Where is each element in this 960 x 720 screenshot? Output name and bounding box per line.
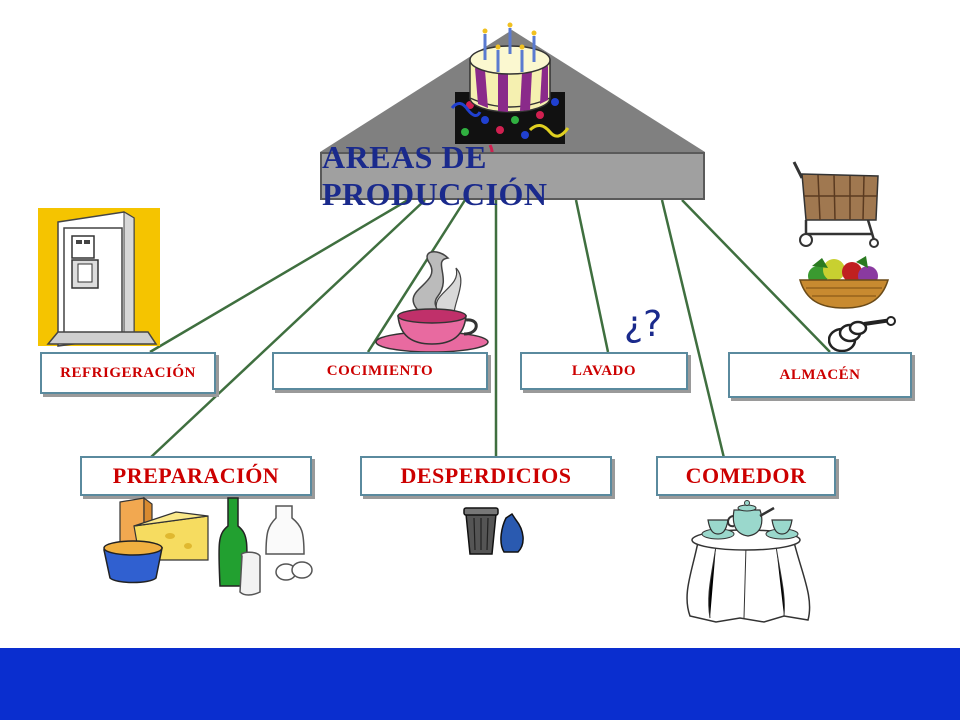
measuring-spoons-icon [828, 316, 896, 353]
box-desperdicios-label: DESPERDICIOS [400, 463, 572, 488]
box-cocimiento: COCIMIENTO [272, 352, 488, 390]
tea-table-icon [686, 500, 811, 623]
box-cocimiento-label: COCIMIENTO [326, 362, 434, 379]
footer-band [0, 648, 960, 720]
vegetable-basket-icon [798, 256, 890, 309]
box-desperdicios: DESPERDICIOS [360, 456, 612, 496]
box-preparacion: PREPARACIÓN [80, 456, 312, 496]
connector-refrigeracion [149, 198, 409, 354]
connector-almacen [681, 199, 831, 353]
box-refrigeracion-label: REFRIGERACIÓN [60, 364, 196, 381]
bottles-icon [218, 497, 313, 596]
box-almacen: ALMACÉN [728, 352, 912, 398]
box-almacen-label: ALMACÉN [779, 366, 861, 383]
connector-lavado [574, 199, 610, 353]
steaming-cup-icon [375, 251, 489, 353]
cheese-icon [103, 496, 209, 584]
box-refrigeracion: REFRIGERACIÓN [40, 352, 216, 394]
connector-comedor [660, 199, 726, 459]
box-comedor: COMEDOR [656, 456, 836, 496]
trash-can-icon [463, 507, 524, 555]
cake-icon [450, 22, 570, 162]
box-preparacion-label: PREPARACIÓN [112, 463, 280, 488]
question-mark-label: ¿? [624, 304, 663, 345]
refrigerator-icon [38, 208, 160, 347]
box-lavado-label: LAVADO [571, 362, 637, 379]
connector-cocimiento [366, 199, 467, 353]
box-lavado: LAVADO [520, 352, 688, 390]
page-title: AREAS DE PRODUCCIÓN [320, 139, 705, 212]
shopping-cart-icon [792, 161, 879, 248]
connector-preparacion [149, 199, 426, 459]
box-comedor-label: COMEDOR [685, 463, 807, 488]
